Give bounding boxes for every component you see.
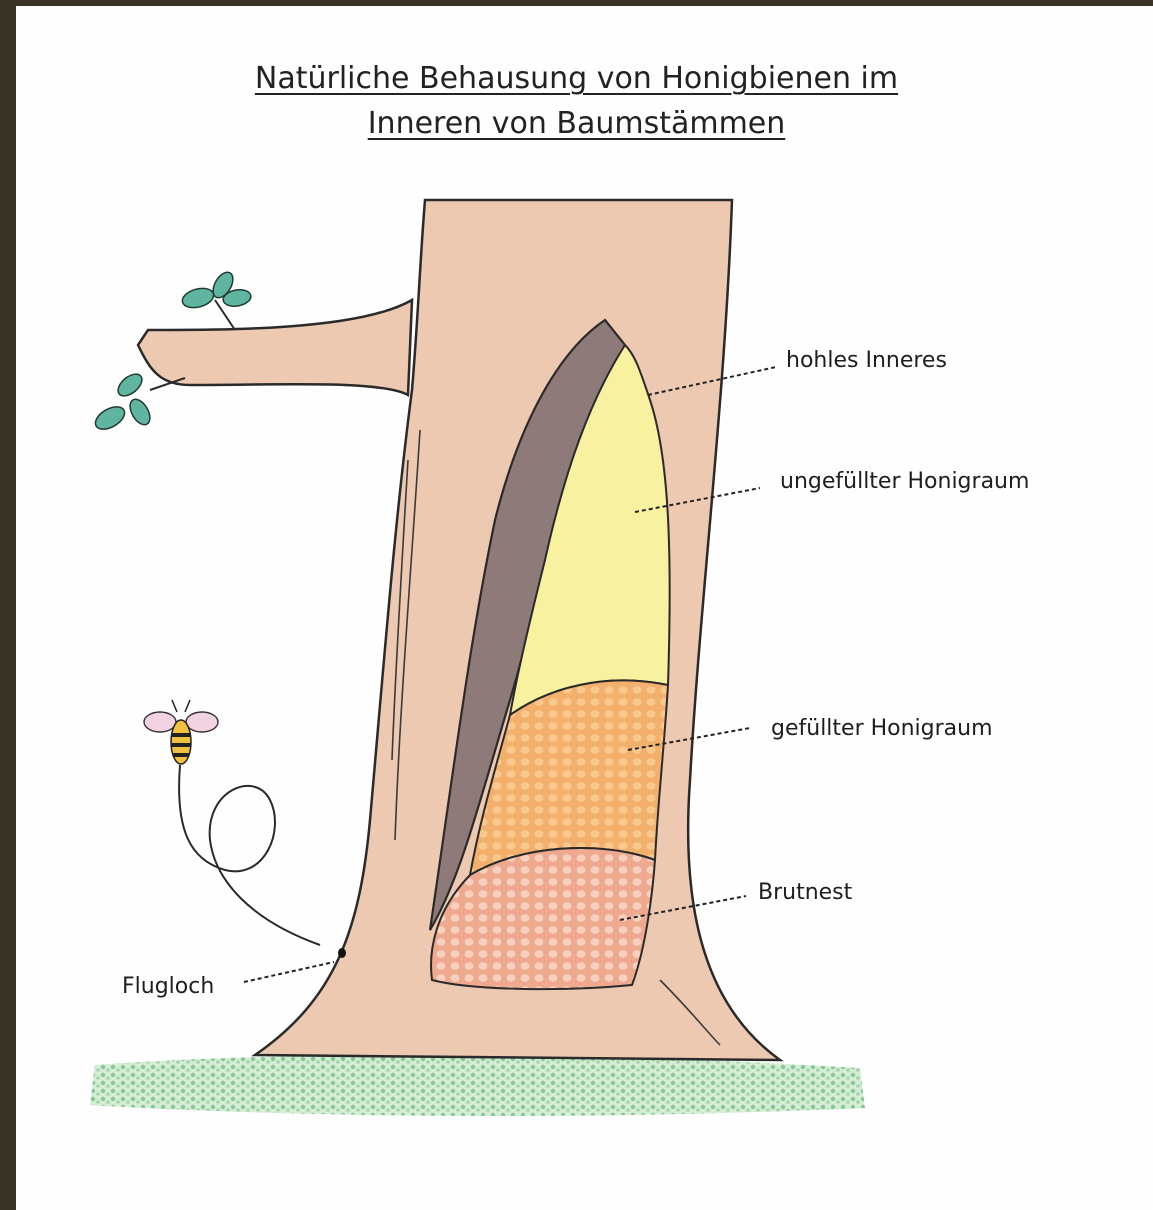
bee-icon: [144, 700, 218, 764]
diagram-sheet: Natürliche Behausung von Honigbienen im …: [16, 6, 1153, 1210]
label-entrance-hole: Flugloch: [122, 974, 214, 999]
diagram-title-line-1: Natürliche Behausung von Honigbienen im: [0, 61, 1153, 96]
label-hollow-interior: hohles Inneres: [786, 348, 947, 373]
label-empty-honey-space: ungefüllter Honigraum: [780, 469, 1029, 494]
label-filled-honey-space: gefüllter Honigraum: [771, 716, 993, 741]
tree-illustration: [16, 6, 1153, 1210]
leader-entrance-hole: [244, 962, 334, 982]
bee-flight-path: [179, 765, 320, 945]
label-brood-nest: Brutnest: [758, 880, 852, 905]
diagram-title-line-2: Inneren von Baumstämmen: [0, 106, 1153, 141]
entrance-hole: [338, 948, 346, 958]
grass: [90, 1055, 865, 1116]
